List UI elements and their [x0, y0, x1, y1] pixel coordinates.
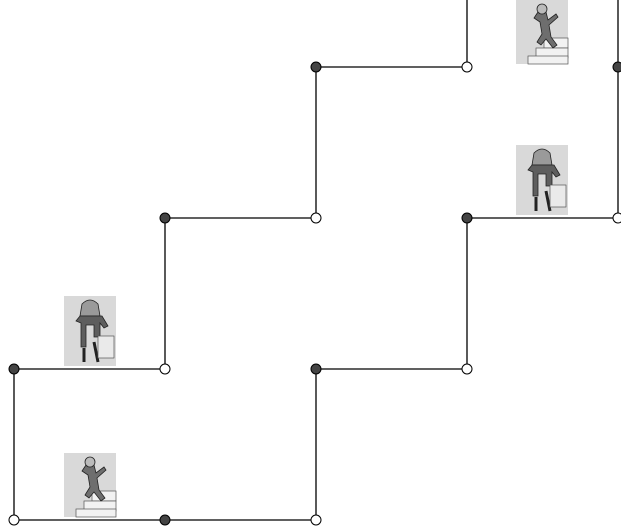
- stair-block: [550, 185, 566, 207]
- edge-group: [14, 0, 618, 520]
- stair-step: [528, 56, 568, 64]
- stair-step: [76, 509, 116, 517]
- fig-top-right-illustration: [516, 0, 568, 64]
- fig-bottom-left-illustration: [64, 453, 116, 517]
- fig-left-mid-illustration: [64, 296, 116, 366]
- filled-node: [160, 213, 170, 223]
- figure-head: [537, 4, 547, 14]
- open-node: [160, 364, 170, 374]
- filled-node: [311, 364, 321, 374]
- filled-node: [9, 364, 19, 374]
- open-node: [311, 515, 321, 525]
- fig-right-mid-illustration: [516, 145, 568, 215]
- open-node: [462, 364, 472, 374]
- figure-head: [85, 457, 95, 467]
- node-group: [9, 0, 621, 525]
- open-node: [462, 62, 472, 72]
- open-node: [311, 213, 321, 223]
- stair-block: [98, 336, 114, 358]
- open-node: [9, 515, 19, 525]
- filled-node: [462, 213, 472, 223]
- filled-node: [311, 62, 321, 72]
- open-node: [613, 213, 621, 223]
- filled-node: [613, 62, 621, 72]
- filled-node: [160, 515, 170, 525]
